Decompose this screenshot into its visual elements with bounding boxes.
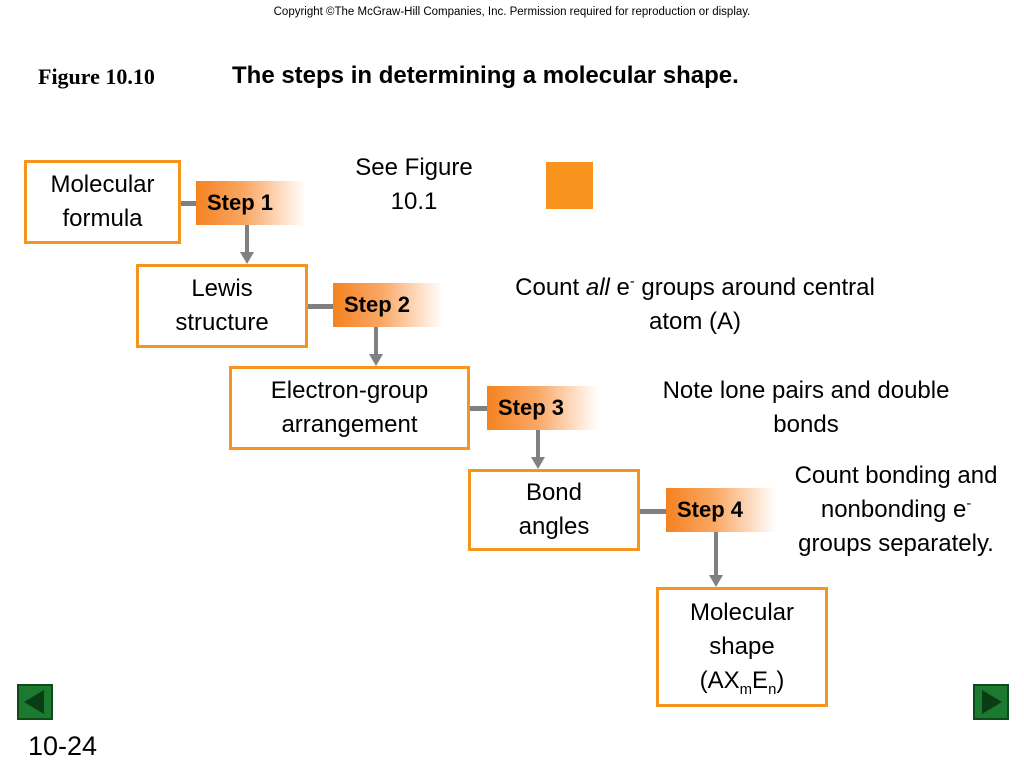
connector-line bbox=[374, 327, 378, 355]
arrow-down-icon bbox=[709, 575, 723, 587]
note-lone-pairs: Note lone pairs and double bonds bbox=[662, 377, 950, 438]
next-slide-button[interactable] bbox=[973, 684, 1009, 720]
note-see-figure: See Figure 10.1 bbox=[355, 154, 473, 215]
molecular-shape-box: Molecular shape (AXmEn) bbox=[656, 587, 828, 707]
connector-line bbox=[714, 532, 718, 576]
connector-line bbox=[640, 509, 668, 514]
step-1-label: Step 1 bbox=[196, 181, 306, 225]
note-count-bonding: Count bonding and nonbonding e- groups s… bbox=[794, 462, 998, 557]
molecular-formula-box: Molecular formula bbox=[24, 160, 181, 244]
box-line: shape bbox=[709, 633, 775, 660]
shape-formula: (AXmEn) bbox=[699, 667, 785, 698]
note-count-all-groups: Count all e- groups around central atom … bbox=[515, 274, 875, 335]
lewis-structure-box: Lewis structure bbox=[136, 264, 308, 348]
arrow-down-icon bbox=[531, 457, 545, 469]
copyright-notice: Copyright ©The McGraw-Hill Companies, In… bbox=[273, 6, 751, 18]
step-2-label: Step 2 bbox=[333, 283, 443, 327]
arrow-down-icon bbox=[369, 354, 383, 366]
figure-title: The steps in determining a molecular sha… bbox=[232, 62, 739, 89]
box-line: arrangement bbox=[281, 411, 418, 438]
connector-line bbox=[181, 201, 197, 206]
step-4-label: Step 4 bbox=[666, 488, 776, 532]
box-line: formula bbox=[62, 205, 143, 232]
box-line: Molecular bbox=[50, 171, 155, 198]
triangle-right-icon bbox=[982, 690, 1002, 714]
electron-group-arrangement-box: Electron-group arrangement bbox=[229, 366, 470, 450]
box-line: Electron-group bbox=[270, 377, 429, 404]
previous-slide-button[interactable] bbox=[17, 684, 53, 720]
connector-line bbox=[245, 225, 249, 253]
figure-label: Figure 10.10 bbox=[38, 64, 155, 89]
box-line: Lewis bbox=[191, 275, 253, 302]
bond-angles-box: Bond angles bbox=[468, 469, 640, 551]
box-line: structure bbox=[175, 309, 269, 336]
orange-square-icon bbox=[546, 162, 593, 209]
connector-line bbox=[536, 430, 540, 458]
box-line: Bond bbox=[525, 479, 583, 506]
connector-line bbox=[470, 406, 488, 411]
connector-line bbox=[308, 304, 334, 309]
box-line: angles bbox=[518, 513, 590, 540]
arrow-down-icon bbox=[240, 252, 254, 264]
page-number: 10-24 bbox=[28, 731, 98, 761]
box-line: Molecular bbox=[689, 599, 795, 626]
triangle-left-icon bbox=[24, 690, 44, 714]
step-3-label: Step 3 bbox=[487, 386, 599, 430]
